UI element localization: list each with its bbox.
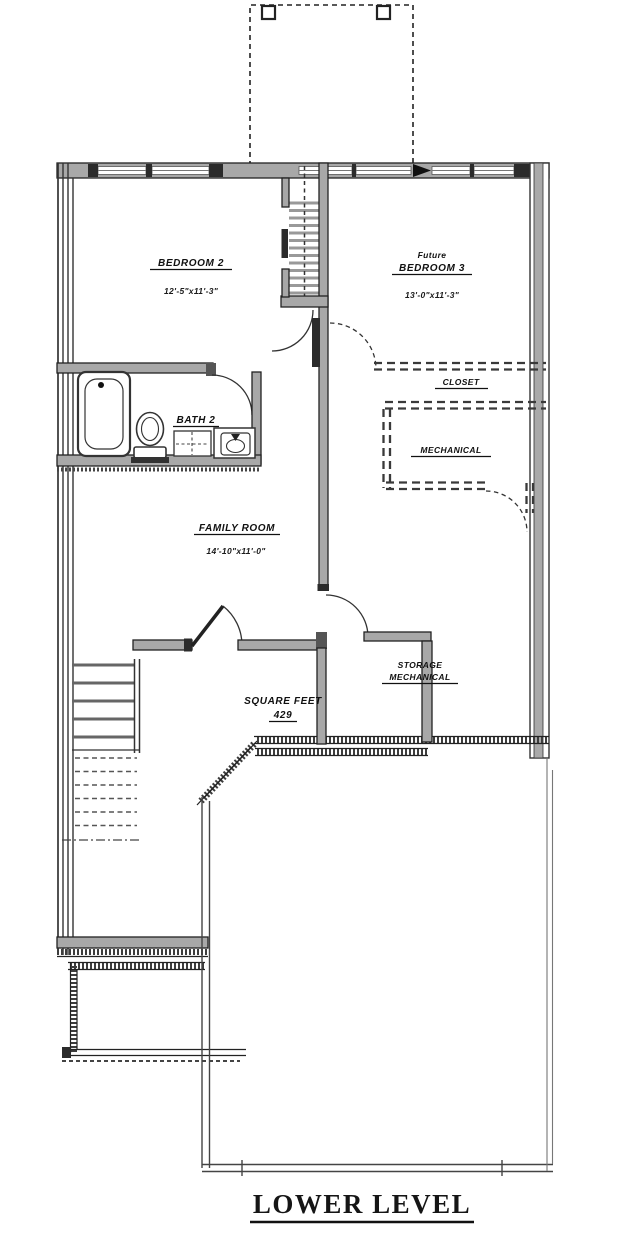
bedroom3-prefix: Future (418, 250, 447, 260)
closet-label: CLOSET (443, 377, 480, 387)
toilet (131, 411, 169, 463)
stoop-outline (62, 961, 246, 1062)
square-feet-value: 429 (273, 710, 293, 721)
bedroom2-dims: 12'-5"x11'-3" (164, 286, 219, 296)
bathtub (76, 370, 132, 458)
staircase-lower (62, 659, 141, 841)
bathroom (56, 362, 262, 472)
stair-treads-upper (289, 201, 319, 295)
foundation-walls (56, 735, 549, 958)
bedroom3-dims: 13'-0"x11'-3" (405, 290, 460, 300)
right-wall (529, 162, 550, 759)
family-room-label: FAMILY ROOM (199, 523, 275, 534)
hall-doors (271, 309, 377, 370)
storage-label-line2: MECHANICAL (389, 672, 450, 682)
left-wall (57, 163, 74, 955)
bedroom2-label: BEDROOM 2 (158, 258, 224, 269)
family-room-dims: 14'-10"x11'-0" (206, 546, 266, 556)
deck-outline (249, 4, 414, 166)
window-jambs (88, 164, 531, 177)
bedroom3-label: BEDROOM 3 (399, 263, 465, 274)
storage-label-line1: STORAGE (398, 660, 443, 670)
window-strips (97, 166, 515, 175)
staircase-upper (280, 162, 329, 591)
bath2-label: BATH 2 (177, 415, 216, 426)
room-labels: BEDROOM 2 12'-5"x11'-3" Future BEDROOM 3… (150, 250, 491, 723)
foundation-outline (201, 758, 554, 1176)
future-walls (374, 361, 546, 533)
sheet-title: LOWER LEVEL (250, 1189, 474, 1224)
vanity-sink (213, 427, 256, 459)
top-wall (56, 162, 550, 179)
stair-treads-dashed (75, 757, 137, 827)
mechanical-label: MECHANICAL (420, 445, 481, 455)
bath-cabinet (173, 430, 212, 457)
plan-title: LOWER LEVEL (253, 1189, 471, 1219)
interior-walls (132, 594, 433, 745)
wall-arrow-mark (413, 164, 431, 177)
square-feet-label: SQUARE FEET (244, 696, 322, 707)
